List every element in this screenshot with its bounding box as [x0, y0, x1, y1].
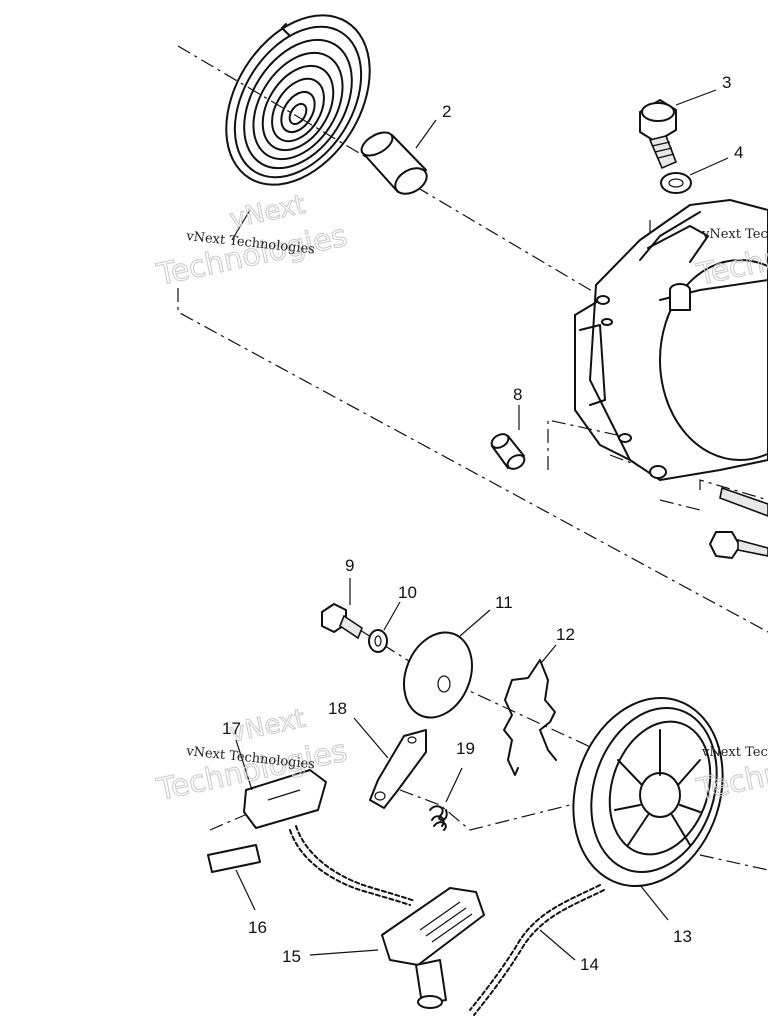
callout-15: 15 — [282, 947, 301, 966]
washer-part-10 — [368, 601, 401, 653]
callout-3: 3 — [722, 73, 731, 92]
recoil-spring — [225, 14, 371, 241]
starter-housing — [574, 199, 768, 481]
callout-9: 9 — [345, 556, 354, 575]
callout-11: 11 — [495, 593, 513, 612]
flange-bolt-part-3 — [639, 89, 717, 170]
pawl-spring-part-19 — [429, 767, 463, 831]
callout-12: 12 — [556, 625, 575, 644]
callout-4: 4 — [734, 143, 743, 162]
rope-guide-part-17 — [235, 739, 327, 829]
callout-17: 17 — [222, 719, 241, 738]
friction-plate-part-11 — [403, 609, 491, 719]
callout-2: 2 — [442, 102, 451, 121]
starter-handle-part-15 — [309, 887, 485, 1009]
spring-clip-part-12 — [503, 644, 557, 776]
pawl-part-18 — [353, 717, 427, 809]
callout-labels: 2 3 4 8 9 10 11 12 13 14 15 16 17 18 19 — [222, 73, 743, 974]
watermark-right: vNext Technologies Technologies vNext Te… — [693, 218, 768, 809]
bushing-part-2 — [360, 119, 437, 195]
callout-18: 18 — [328, 699, 347, 718]
callout-16: 16 — [248, 918, 267, 937]
svg-text:vNext Technologies: vNext Technologies — [701, 745, 768, 760]
starter-pulley-part-13 — [572, 697, 724, 921]
decal-part-16 — [207, 844, 261, 911]
callout-8: 8 — [513, 385, 522, 404]
housing-bolts — [709, 486, 768, 559]
callout-19: 19 — [456, 739, 475, 758]
watermark-top: vNext Technologies vNext Technologies — [153, 189, 351, 293]
callout-14: 14 — [580, 955, 599, 974]
bolt-part-9 — [321, 578, 363, 640]
callout-13: 13 — [673, 927, 692, 946]
bushing-part-8 — [490, 405, 526, 470]
washer-part-4 — [660, 157, 729, 194]
svg-text:vNext Technologies: vNext Technologies — [701, 227, 768, 242]
callout-10: 10 — [398, 583, 417, 602]
starter-rope-part-14 — [289, 825, 605, 1016]
